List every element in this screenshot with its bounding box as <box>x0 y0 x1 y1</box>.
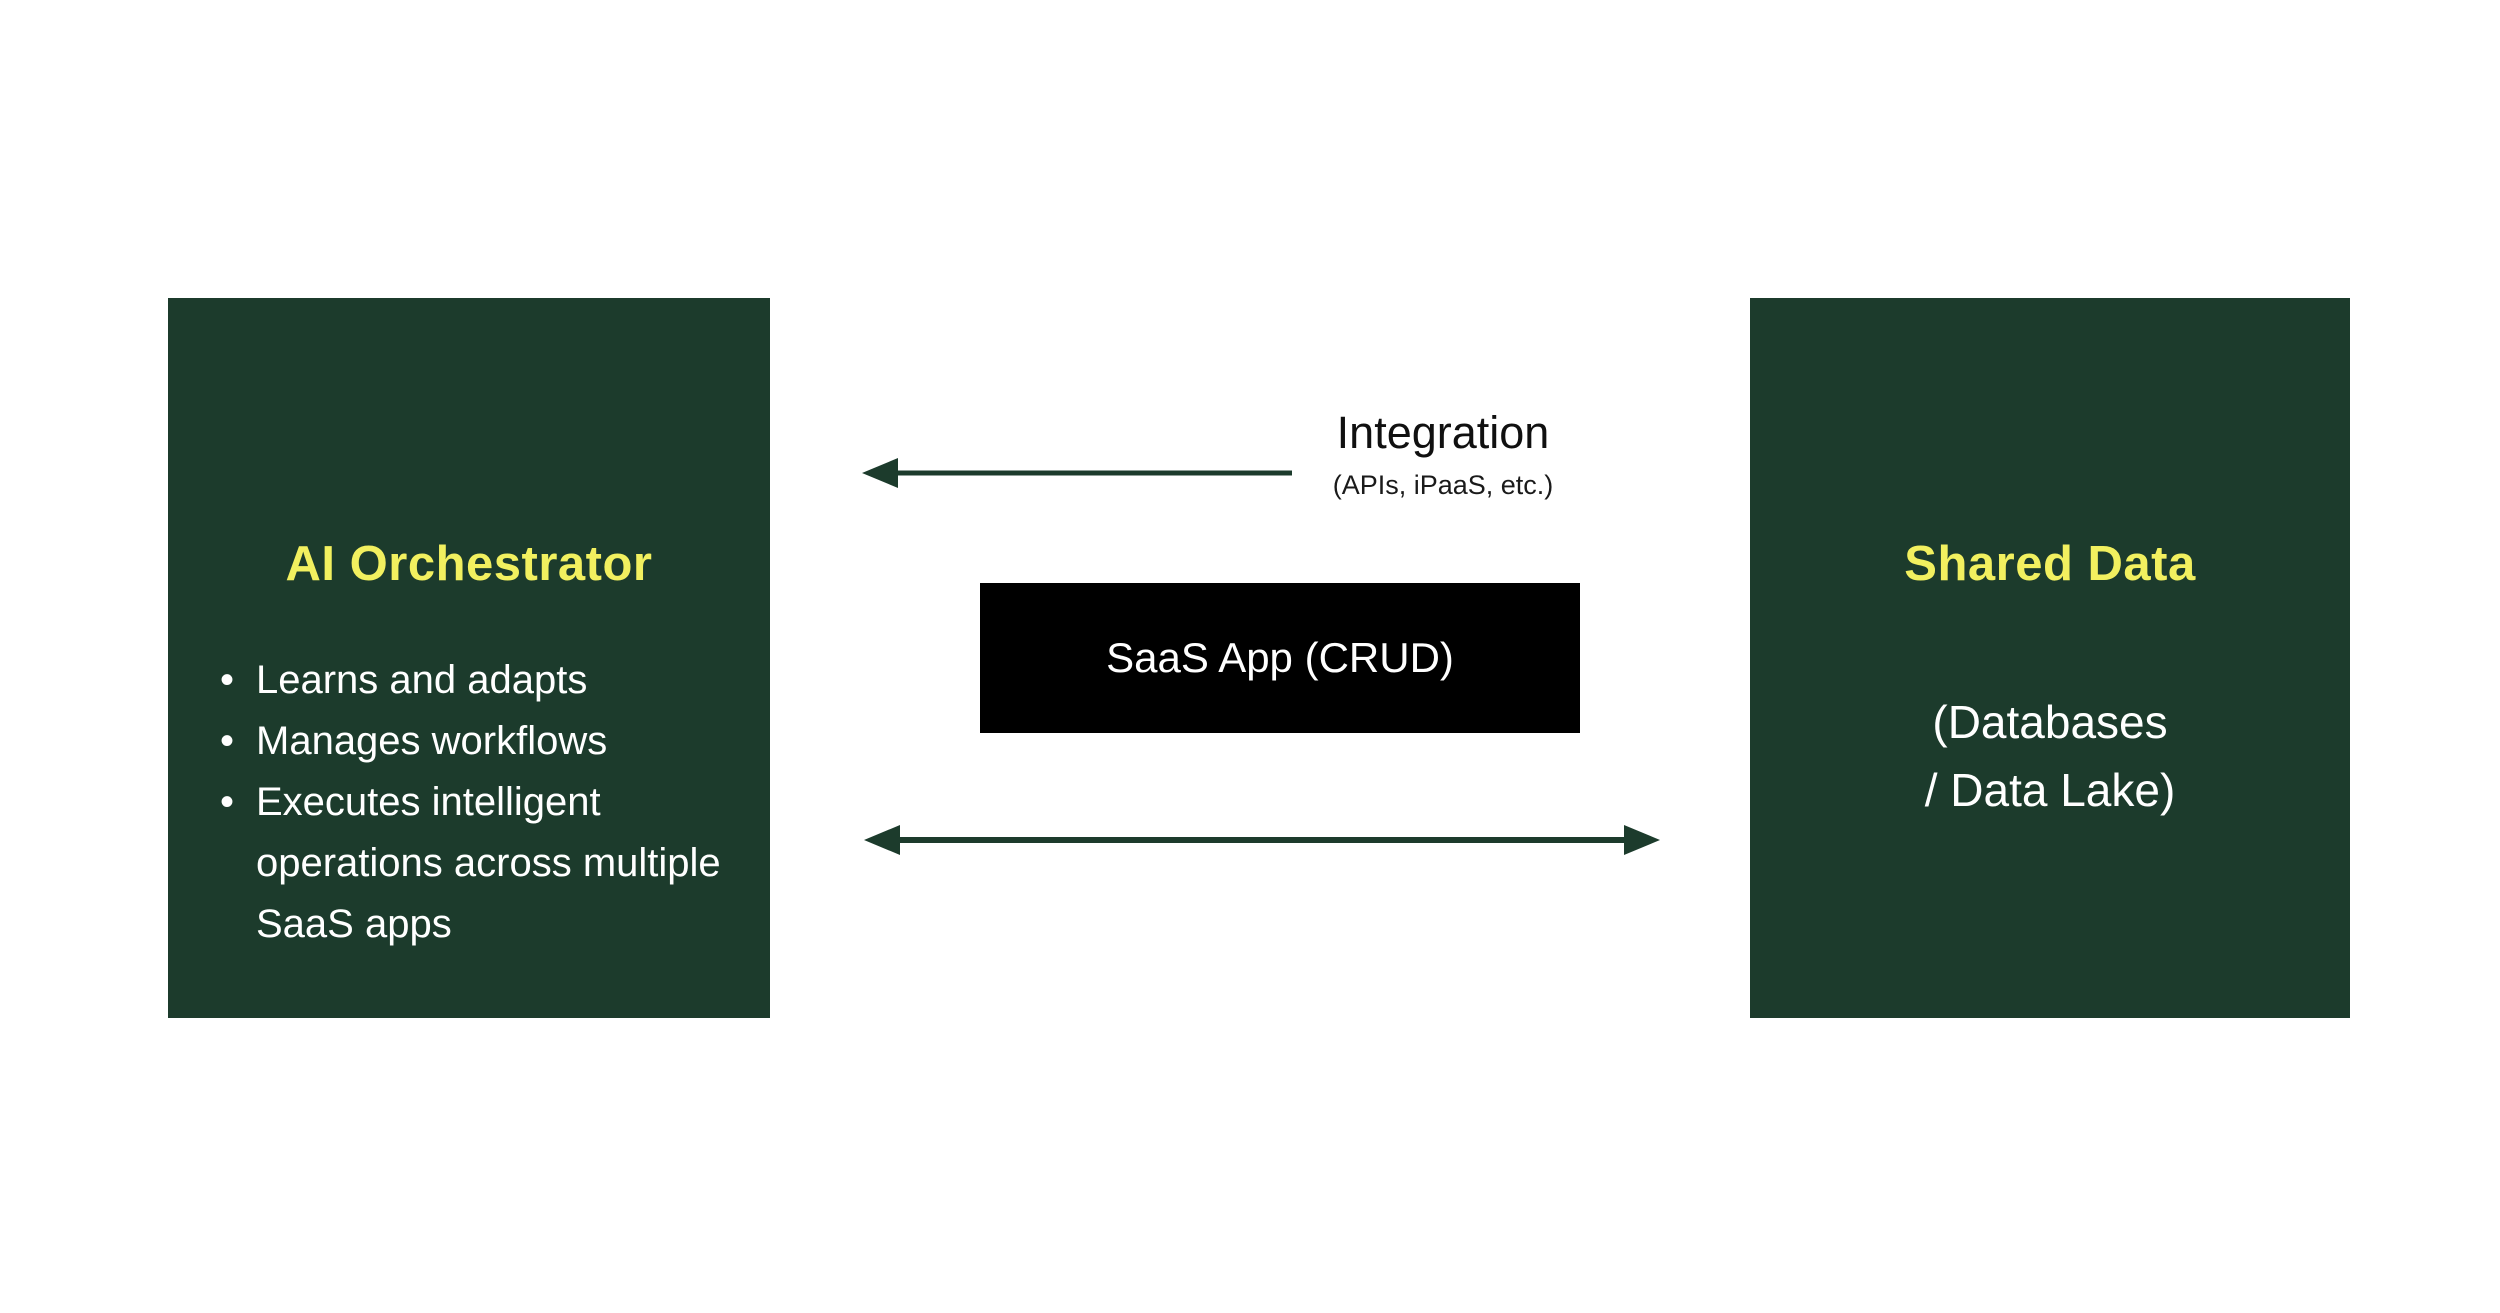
bullet-item: Manages workflows <box>218 711 730 772</box>
integration-label: Integration (APIs, iPaaS, etc.) <box>1193 406 1693 501</box>
ai-orchestrator-title: AI Orchestrator <box>285 537 653 591</box>
bullet-item: Executes intelligent operations across m… <box>218 772 730 955</box>
integration-arrow-left-icon <box>862 458 1292 488</box>
integration-title: Integration <box>1336 407 1550 458</box>
bullet-item: Learns and adapts <box>218 650 730 711</box>
shared-data-subtitle: (Databases / Data Lake) <box>1750 688 2350 824</box>
shared-data-title: Shared Data <box>1904 537 2196 591</box>
saas-app-label: SaaS App (CRUD) <box>1106 634 1454 681</box>
ai-orchestrator-box: AI Orchestrator Learns and adapts Manage… <box>168 298 770 1018</box>
shared-data-subtitle-line2: / Data Lake) <box>1924 764 2176 816</box>
integration-subtitle: (APIs, iPaaS, etc.) <box>1332 470 1554 500</box>
shared-data-subtitle-line1: (Databases <box>1932 696 2168 748</box>
shared-data-box: Shared Data (Databases / Data Lake) <box>1750 298 2350 1018</box>
data-flow-double-arrow-icon <box>864 825 1660 855</box>
saas-app-box: SaaS App (CRUD) <box>980 583 1580 733</box>
ai-orchestrator-bullet-list: Learns and adapts Manages workflows Exec… <box>168 650 770 955</box>
